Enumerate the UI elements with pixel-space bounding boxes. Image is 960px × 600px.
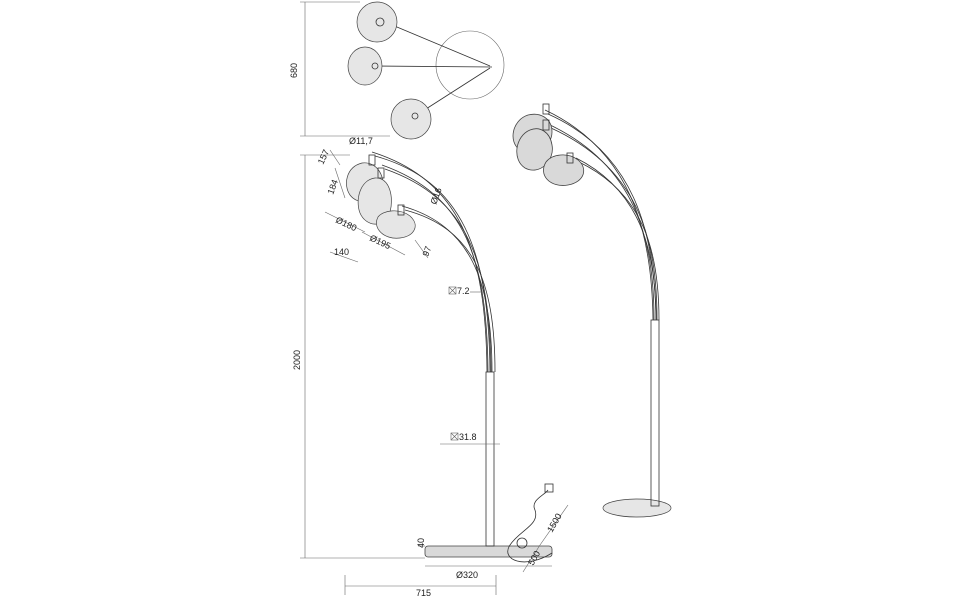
dim-total-height: 2000 (292, 350, 302, 370)
perspective-shade-3 (543, 154, 585, 186)
top-view-shade-2 (347, 46, 383, 86)
front-arm-3 (401, 205, 493, 373)
dim-top-depth: 680 (289, 1, 390, 137)
top-view-shade-3 (390, 98, 432, 140)
front-pole (485, 371, 495, 547)
dim-arm-square: 7.2 (457, 286, 470, 296)
perspective-pole (650, 319, 660, 507)
dim-top-depth-label: 680 (289, 63, 299, 78)
power-cable (507, 489, 553, 563)
front-shade-3 (376, 210, 416, 239)
top-view-base-circle (435, 30, 505, 100)
dim-arm-offset: 157 (316, 148, 331, 166)
top-view (347, 1, 505, 140)
dim-base-diameter: Ø320 (456, 570, 478, 580)
dim-base-height: 40 (416, 538, 426, 548)
front-arm-2 (381, 164, 489, 373)
front-view (346, 151, 554, 563)
plug (544, 483, 554, 493)
perspective-view (512, 103, 672, 518)
dim-pole-square: 31.8 (459, 432, 477, 442)
dim-shade-height: 184 (325, 178, 340, 196)
front-arm-1 (371, 151, 488, 373)
perspective-base (602, 498, 672, 518)
dim-socket-diameter: Ø11,7 (349, 136, 373, 146)
dim-shade-depth-97: 97 (420, 245, 433, 258)
cable-switch (516, 537, 528, 549)
dim-shade-depth-140: 140 (334, 247, 349, 257)
top-view-shade-1 (356, 1, 398, 43)
dim-total-width: 715 (416, 588, 431, 598)
dim-large-shade: Ø180 (334, 215, 358, 233)
